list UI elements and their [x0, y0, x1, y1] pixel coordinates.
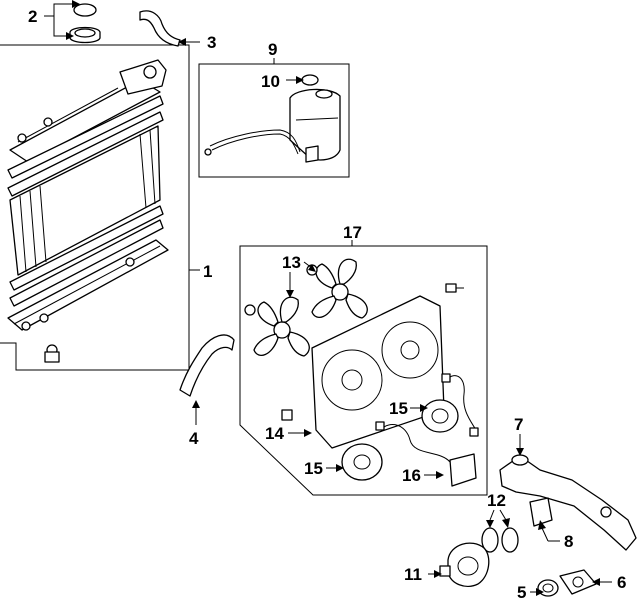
- callout-14: 14: [265, 424, 284, 443]
- lower-hose: [179, 334, 235, 397]
- callout-12: 12: [487, 491, 506, 510]
- radiator-group-frame: [0, 44, 190, 371]
- upper-hose: [139, 10, 181, 47]
- callout-11: 11: [404, 565, 422, 584]
- callout-4: 4: [189, 429, 199, 448]
- thermostat-housing: [537, 569, 597, 597]
- callout-17: 17: [343, 223, 362, 242]
- coolant-reservoir: [204, 74, 341, 163]
- callout-9: 9: [268, 40, 277, 59]
- callout-15-upper: 15: [389, 399, 408, 418]
- water-outlet-pipe: [499, 454, 637, 551]
- callout-7: 7: [514, 415, 523, 434]
- fan-shroud-assembly: [244, 258, 479, 487]
- callout-10: 10: [261, 72, 280, 91]
- fan-group-frame: [239, 245, 488, 496]
- callout-8: 8: [564, 532, 573, 551]
- callout-1: 1: [203, 262, 212, 281]
- radiator-assembly: [7, 59, 169, 363]
- radiator-cap-and-seal: [69, 3, 101, 44]
- callout-6: 6: [617, 573, 626, 592]
- callout-13: 13: [282, 253, 301, 272]
- callout-5: 5: [517, 583, 526, 602]
- callout-15-lower: 15: [304, 459, 323, 478]
- callout-3: 3: [207, 33, 216, 52]
- leader-lines: [44, 0, 612, 596]
- callout-2: 2: [28, 7, 37, 26]
- water-pump: [439, 542, 490, 587]
- thermostat-seals: [481, 527, 519, 553]
- callout-16: 16: [402, 466, 421, 485]
